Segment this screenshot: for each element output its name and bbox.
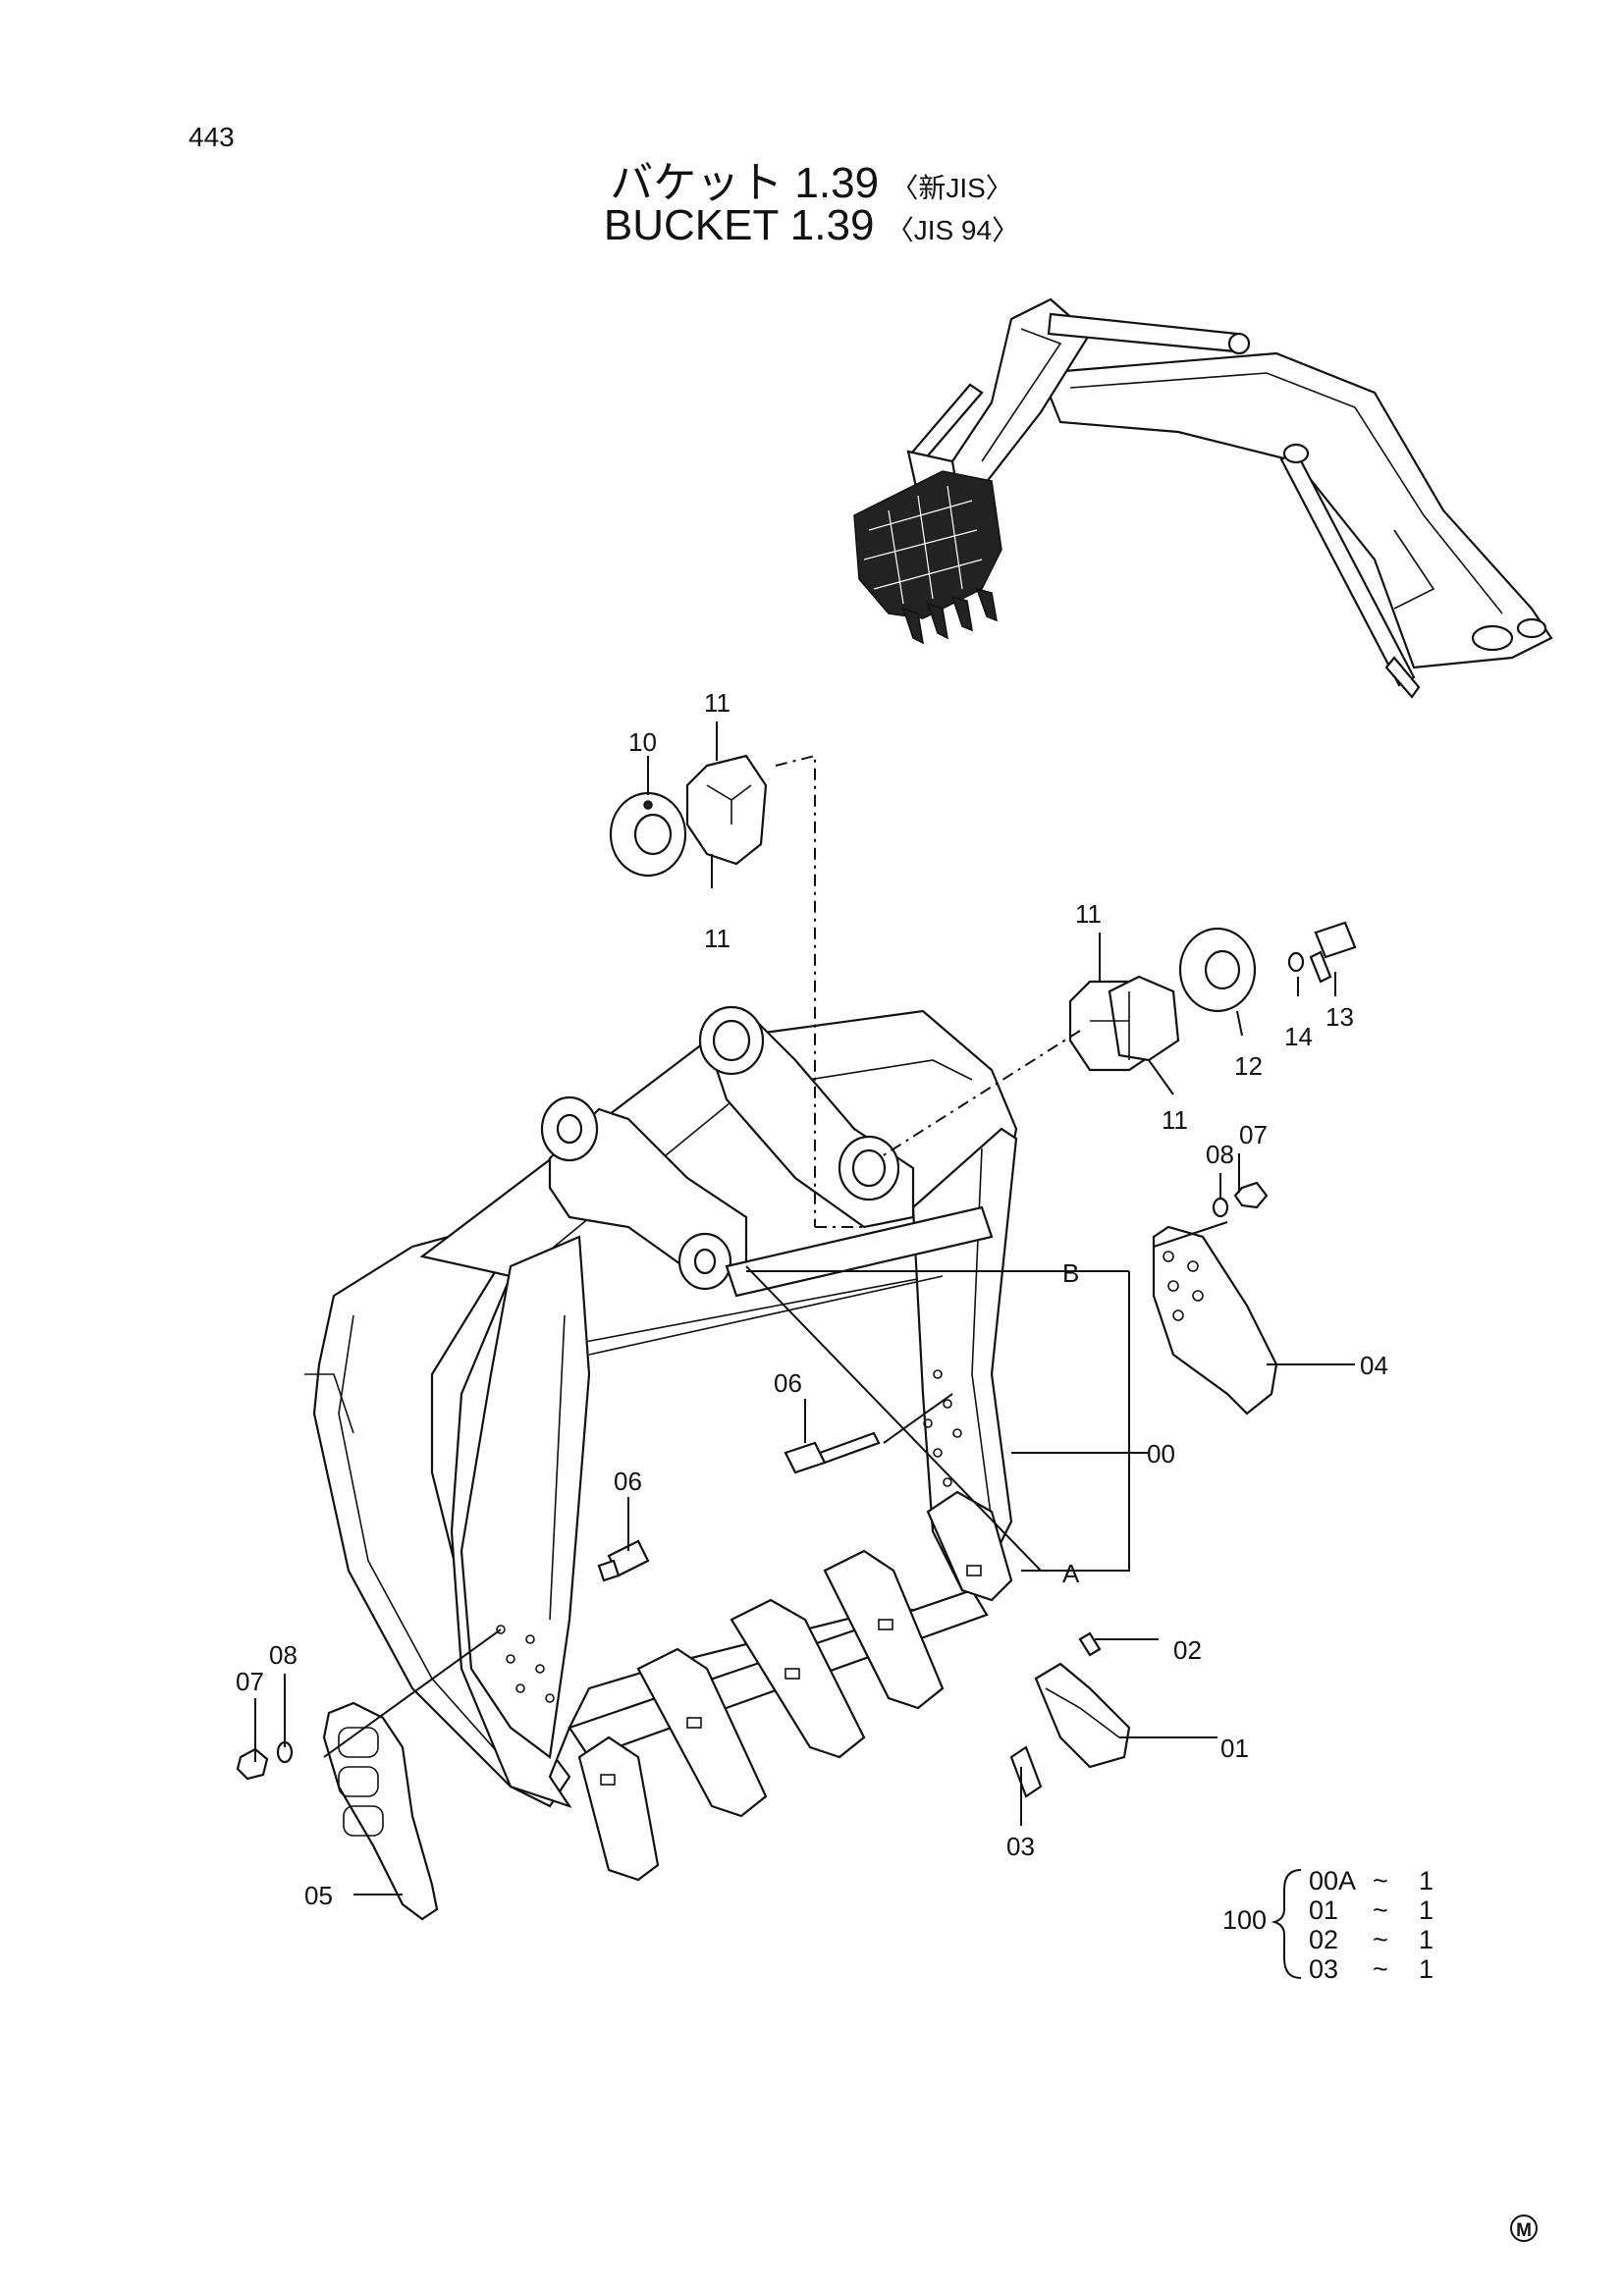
kit-item-part: 03 (1309, 1954, 1338, 1984)
callout-06-upper: 06 (774, 1368, 802, 1398)
kit-item-tilde: ~ (1373, 1954, 1388, 1984)
excavator-bucket-highlight (853, 470, 1002, 645)
callout-01: 01 (1220, 1734, 1249, 1763)
reference-b: B (1062, 1258, 1079, 1288)
manufacturer-mark: M (1510, 2215, 1538, 2242)
kit-number: 100 (1222, 1905, 1267, 1935)
callout-11-upper-bottom: 11 (704, 924, 730, 953)
title-en-text: BUCKET 1.39 (603, 201, 875, 249)
side-cutter-holes-left (496, 1625, 555, 1703)
leader-lines (254, 721, 1355, 1896)
side-cutter-left-05 (322, 1701, 439, 1921)
callout-12: 12 (1234, 1051, 1263, 1081)
callout-14: 14 (1284, 1022, 1313, 1051)
excavator-overview-illustration (853, 297, 1553, 699)
reference-a: A (1062, 1559, 1080, 1588)
kit-item-tilde: ~ (1373, 1866, 1388, 1896)
side-cutter-holes-right (923, 1369, 962, 1487)
kit-item-tilde: ~ (1373, 1925, 1388, 1954)
hardware-bolts-nuts (236, 1181, 1269, 1798)
kit-item-tilde: ~ (1373, 1896, 1388, 1925)
callout-05: 05 (304, 1881, 333, 1910)
kit-item-row: 00A ~ 1 (1309, 1866, 1434, 1896)
title-english: BUCKET 1.39 〈JIS 94〉 (0, 201, 1623, 250)
callout-08-left: 08 (269, 1640, 298, 1670)
title-japanese: バケット 1.39 〈新JIS〉 (0, 147, 1623, 210)
callout-03: 03 (1006, 1832, 1035, 1861)
kit-item-part: 01 (1309, 1896, 1338, 1925)
mark-letter: M (1516, 2220, 1532, 2241)
callout-10: 10 (628, 727, 657, 757)
title-ja-text: バケット 1.39 (610, 159, 880, 207)
pins-and-spacers-left (609, 754, 864, 1228)
page-number: 443 (189, 122, 235, 152)
callout-08-right: 08 (1206, 1140, 1234, 1169)
callout-06-lower: 06 (614, 1467, 642, 1496)
callout-11-top: 11 (704, 688, 730, 718)
pins-and-spacers-right (878, 921, 1357, 1159)
kit-item-row: 03 ~ 1 (1309, 1954, 1434, 1984)
kit-item-qty: 1 (1419, 1896, 1434, 1925)
title-en-standard: 〈JIS 94〉 (886, 215, 1020, 245)
side-cutter-right-04 (1152, 1225, 1278, 1415)
kit-item-part: 00A (1309, 1866, 1356, 1896)
kit-listing: 100 00A ~ 1 01 ~ 1 02 ~ 1 03 ~ 1 (1222, 1866, 1434, 1984)
kit-item-qty: 1 (1419, 1925, 1434, 1954)
bucket-teeth (577, 1490, 1013, 1882)
callout-07-right: 07 (1239, 1120, 1268, 1149)
callout-11-right-top: 11 (1075, 899, 1102, 929)
kit-item-part: 02 (1309, 1925, 1338, 1954)
title-ja-standard: 〈新JIS〉 (891, 173, 1013, 203)
kit-item-qty: 1 (1419, 1866, 1434, 1896)
kit-item-row: 02 ~ 1 (1309, 1925, 1434, 1954)
kit-item-row: 01 ~ 1 (1309, 1896, 1434, 1925)
kit-item-qty: 1 (1419, 1954, 1434, 1984)
callout-02: 02 (1173, 1635, 1202, 1665)
callout-04: 04 (1360, 1351, 1388, 1380)
callout-00: 00 (1147, 1439, 1175, 1468)
callout-13: 13 (1325, 1002, 1354, 1032)
callout-07-left: 07 (236, 1667, 264, 1696)
callout-11-right-bottom: 11 (1162, 1105, 1188, 1135)
callout-labels: 00 01 02 03 04 05 06 06 07 07 08 08 10 1… (236, 688, 1388, 1910)
